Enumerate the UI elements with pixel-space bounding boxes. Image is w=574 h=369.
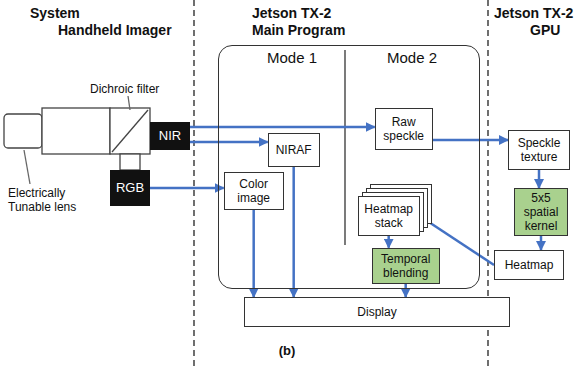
process-box: Heatmap bbox=[494, 250, 564, 280]
process-box: NIRAF bbox=[268, 133, 320, 167]
data-flow-arrow bbox=[387, 236, 390, 248]
process-box: Speckle texture bbox=[508, 130, 570, 170]
dichroic-filter bbox=[112, 110, 148, 152]
figure-caption: (b) bbox=[0, 344, 574, 358]
data-flow-arrow bbox=[540, 236, 543, 250]
sensor-box: RGB bbox=[110, 170, 150, 206]
divider-line bbox=[193, 0, 194, 369]
data-flow-arrow bbox=[292, 167, 295, 297]
rgb-tube bbox=[120, 154, 140, 170]
data-flow-arrow bbox=[190, 141, 268, 144]
box-label: Display bbox=[357, 305, 396, 319]
mode-heading: Mode 2 bbox=[387, 51, 437, 65]
sensor-box: NIR bbox=[150, 122, 190, 150]
mode-divider bbox=[344, 50, 345, 245]
box-label: Heatmap stack bbox=[362, 202, 416, 230]
process-box: Raw speckle bbox=[375, 108, 433, 150]
section-header: Main Program bbox=[252, 23, 345, 37]
part-label: Dichroic filter bbox=[90, 82, 180, 96]
box-label: Color image bbox=[228, 177, 280, 205]
data-flow-arrow bbox=[433, 139, 508, 142]
program-panel: Mode 1 Mode 2 NIRAF Raw speckleColor imageH… bbox=[218, 45, 480, 289]
process-box: Heatmap stack bbox=[358, 196, 420, 236]
data-flow-arrow bbox=[538, 170, 541, 188]
leader-line bbox=[128, 96, 130, 110]
data-flow-arrow bbox=[252, 210, 255, 297]
box-label: Speckle texture bbox=[512, 136, 566, 164]
data-flow-arrow bbox=[150, 187, 224, 190]
box-label: 5x5 spatial kernel bbox=[518, 191, 564, 233]
gpu-step-box: Temporal blending bbox=[372, 248, 440, 284]
data-flow-arrow bbox=[404, 284, 407, 297]
box-label: RGB bbox=[116, 181, 144, 195]
section-header: Handheld Imager bbox=[58, 23, 172, 37]
leader-line bbox=[24, 150, 30, 184]
section-header: System bbox=[30, 6, 80, 20]
section-header: Jetson TX-2 bbox=[252, 6, 331, 20]
process-box: Color image bbox=[224, 172, 284, 210]
gpu-step-box: 5x5 spatial kernel bbox=[514, 188, 568, 236]
box-label: NIR bbox=[159, 129, 181, 143]
imager-body bbox=[42, 108, 110, 154]
box-label: Raw speckle bbox=[379, 115, 429, 143]
process-box: Display bbox=[244, 297, 510, 327]
dichroic-cube bbox=[110, 108, 150, 154]
part-label: Electrically Tunable lens bbox=[8, 186, 92, 214]
box-label: NIRAF bbox=[276, 143, 312, 157]
box-label: Heatmap bbox=[505, 258, 554, 272]
box-label: Temporal blending bbox=[376, 252, 436, 280]
lens-barrel bbox=[4, 114, 42, 148]
section-header: GPU bbox=[530, 23, 560, 37]
mode-heading: Mode 1 bbox=[267, 51, 317, 65]
section-header: Jetson TX-2 bbox=[494, 6, 573, 20]
